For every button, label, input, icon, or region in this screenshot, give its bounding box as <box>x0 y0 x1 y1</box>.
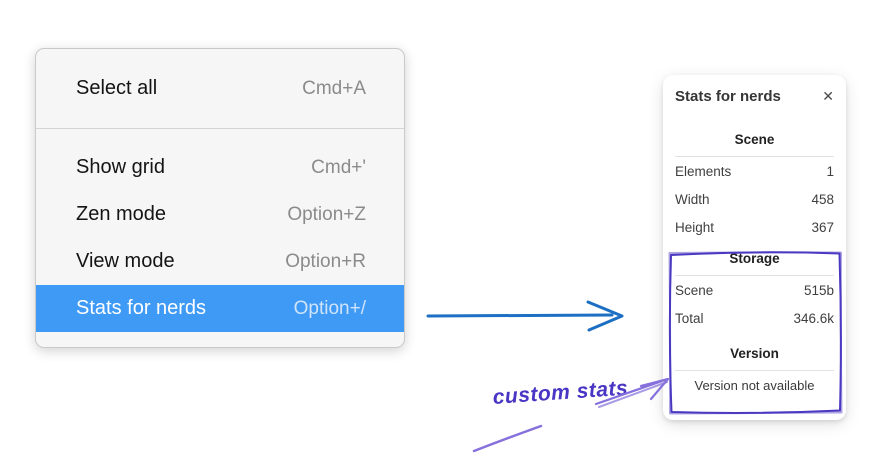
context-menu: Select all Cmd+A Show grid Cmd+' Zen mod… <box>35 48 405 348</box>
section-divider <box>675 275 834 276</box>
stat-value: 346.6k <box>793 311 834 326</box>
menu-item-label: Select all <box>76 77 158 99</box>
menu-item-select-all[interactable]: Select all Cmd+A <box>36 65 404 112</box>
stat-label: Height <box>675 220 715 235</box>
stats-panel: Stats for nerds ✕ Scene Elements 1 Width… <box>663 75 846 420</box>
menu-section-top: Select all Cmd+A <box>36 49 404 128</box>
blue-arrow-head <box>586 300 624 332</box>
stat-row-elements: Elements 1 <box>675 158 834 186</box>
stat-row-total-storage: Total 346.6k <box>675 305 834 333</box>
menu-item-zen-mode[interactable]: Zen mode Option+Z <box>36 191 404 238</box>
stat-row-height: Height 367 <box>675 214 834 242</box>
menu-item-shortcut: Option+R <box>285 250 366 272</box>
menu-item-view-mode[interactable]: View mode Option+R <box>36 238 404 285</box>
stat-label: Scene <box>675 283 714 298</box>
stat-value: 458 <box>811 192 834 207</box>
stat-row-scene-storage: Scene 515b <box>675 277 834 305</box>
menu-section-bottom: Show grid Cmd+' Zen mode Option+Z View m… <box>36 129 404 347</box>
menu-item-label: Show grid <box>76 156 165 178</box>
menu-item-label: View mode <box>76 250 175 272</box>
stat-label: Total <box>675 311 704 326</box>
purple-accent-line <box>472 424 543 453</box>
stats-panel-header: Stats for nerds ✕ <box>675 87 834 105</box>
stat-value: 515b <box>803 283 834 298</box>
stat-label: Elements <box>675 164 732 179</box>
menu-item-shortcut: Cmd+A <box>302 77 366 99</box>
section-divider <box>675 370 834 371</box>
stat-label: Width <box>675 192 710 207</box>
stats-panel-title: Stats for nerds <box>675 87 781 105</box>
stat-value: 367 <box>811 220 834 235</box>
menu-item-label: Zen mode <box>76 203 167 225</box>
version-note: Version not available <box>694 378 815 393</box>
section-divider <box>675 156 834 157</box>
stat-value: 1 <box>826 164 834 179</box>
storage-section-header: Storage <box>729 251 780 266</box>
scene-section-header: Scene <box>734 132 775 147</box>
blue-arrow <box>426 300 624 332</box>
menu-item-stats-for-nerds[interactable]: Stats for nerds Option+/ <box>36 285 404 332</box>
stat-row-width: Width 458 <box>675 186 834 214</box>
menu-divider <box>36 128 404 129</box>
version-section-header: Version <box>730 346 779 361</box>
close-icon[interactable]: ✕ <box>822 88 834 104</box>
menu-item-shortcut: Option+/ <box>293 297 366 319</box>
blue-arrow-shaft <box>426 313 614 318</box>
menu-item-label: Stats for nerds <box>76 297 207 319</box>
annotation-custom-stats: custom stats <box>492 376 629 409</box>
menu-item-show-grid[interactable]: Show grid Cmd+' <box>36 144 404 191</box>
menu-item-shortcut: Cmd+' <box>311 156 366 178</box>
menu-item-shortcut: Option+Z <box>287 203 366 225</box>
